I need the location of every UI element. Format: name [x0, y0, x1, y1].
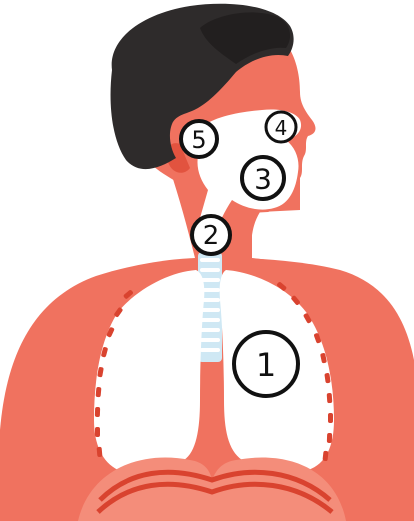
trachea-ring — [200, 268, 220, 272]
label-nose-text: 4 — [275, 116, 288, 140]
rib-mark — [327, 433, 332, 443]
label-mouth-text: 3 — [254, 163, 272, 196]
label-nose: 4 — [266, 112, 296, 142]
label-lungs: 1 — [234, 332, 298, 396]
trachea-ring — [200, 328, 220, 332]
trachea-ring — [200, 318, 220, 322]
rib-mark — [95, 407, 100, 417]
label-mouth: 3 — [242, 157, 284, 199]
rib-mark — [327, 393, 333, 403]
trachea-ring — [200, 258, 220, 262]
rib-mark — [328, 413, 333, 423]
rib-mark — [97, 447, 103, 457]
rib-mark — [96, 387, 102, 397]
trachea-ring — [200, 338, 220, 342]
label-trachea-text: 2 — [203, 221, 220, 251]
label-trachea: 2 — [192, 216, 230, 254]
rib-mark — [95, 427, 100, 437]
trachea-ring — [200, 348, 220, 352]
label-nasal-cavity-text: 5 — [191, 126, 206, 154]
label-nasal-cavity: 5 — [181, 121, 217, 157]
label-lungs-text: 1 — [256, 346, 276, 384]
